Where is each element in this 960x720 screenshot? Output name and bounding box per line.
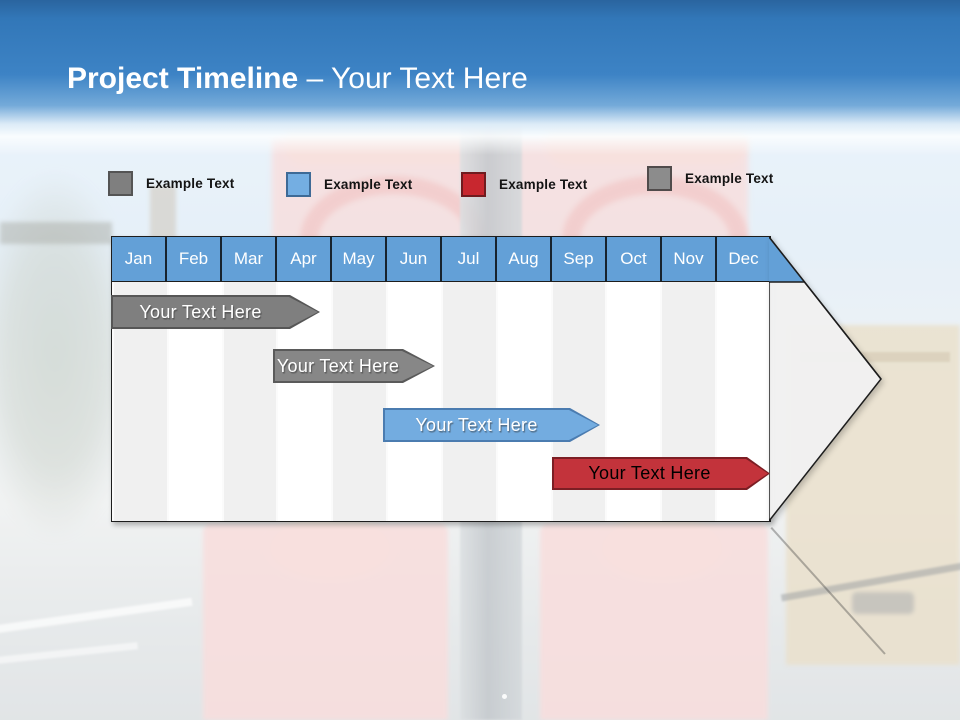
task-bar-fill: [554, 459, 768, 488]
month-label: Nov: [673, 249, 704, 268]
light-dot: [502, 694, 507, 699]
legend-swatch: [461, 171, 486, 197]
grid-column: [331, 282, 389, 521]
month-label: Oct: [620, 249, 647, 268]
month-label: May: [342, 249, 375, 268]
task-bar-label: Your Text Here: [276, 355, 400, 376]
car-shape: [852, 592, 914, 614]
task-bar-2[interactable]: Your Text Here: [273, 349, 435, 383]
month-label: Jan: [124, 249, 153, 268]
month-cell-apr[interactable]: Apr: [275, 237, 330, 281]
legend-item[interactable]: Example Text: [461, 171, 587, 197]
grid-column: [497, 282, 551, 521]
legend-label: Example Text: [324, 176, 413, 192]
month-label: Apr: [290, 249, 317, 268]
month-label: Jul: [457, 249, 480, 268]
month-label: Sep: [563, 249, 594, 268]
legend-label: Example Text: [146, 175, 235, 191]
month-cell-mar[interactable]: Mar: [220, 237, 275, 281]
month-cell-oct[interactable]: Oct: [605, 237, 660, 281]
task-bar-fill: [385, 410, 598, 440]
month-label: Mar: [233, 249, 264, 268]
month-label: Dec: [728, 249, 759, 268]
task-bar-fill: [113, 297, 318, 327]
legend-swatch: [647, 165, 672, 191]
legend-label: Example Text: [499, 176, 588, 192]
phone-booth-shape: [203, 524, 448, 720]
slide-title-rest: – Your Text Here: [306, 62, 528, 95]
awning-shape: [0, 222, 112, 244]
month-cell-sep[interactable]: Sep: [550, 237, 605, 281]
month-header-row: Jan Feb Mar Apr May Jun Jul Aug Sep Oct Nov Dec: [112, 237, 770, 282]
phone-booth-shape: [540, 524, 768, 720]
month-cell-dec[interactable]: Dec: [715, 237, 770, 281]
arrow-tip: [769, 236, 882, 522]
legend-item[interactable]: Example Text: [286, 171, 412, 197]
task-bar-1[interactable]: Your Text Here: [111, 295, 320, 329]
month-cell-jan[interactable]: Jan: [112, 237, 165, 281]
task-bar-4[interactable]: Your Text Here: [552, 457, 770, 490]
month-label: Aug: [508, 249, 539, 268]
task-bar-label: Your Text Here: [139, 301, 262, 322]
month-label: Jun: [399, 249, 428, 268]
legend-swatch: [286, 171, 311, 197]
building-ledge-shape: [800, 352, 950, 362]
legend-label: Example Text: [685, 170, 774, 186]
month-cell-nov[interactable]: Nov: [660, 237, 715, 281]
month-cell-feb[interactable]: Feb: [165, 237, 220, 281]
grid-column: [388, 282, 441, 521]
task-bar-label: Your Text Here: [415, 414, 538, 435]
legend-item[interactable]: Example Text: [108, 170, 234, 196]
header-gradient-band: [0, 0, 960, 155]
legend-item[interactable]: Example Text: [647, 165, 773, 191]
legend-swatch: [108, 170, 133, 196]
grid-column: [440, 282, 498, 521]
slide-title-bold: Project Timeline: [67, 62, 299, 95]
building-shape: [150, 186, 176, 238]
month-cell-jun[interactable]: Jun: [385, 237, 440, 281]
task-bar-fill: [275, 351, 433, 381]
task-bar-label: Your Text Here: [588, 463, 711, 483]
slide-title[interactable]: Project Timeline – Your Text Here: [67, 62, 528, 96]
month-cell-may[interactable]: May: [330, 237, 385, 281]
month-cell-jul[interactable]: Jul: [440, 237, 495, 281]
task-bar-3[interactable]: Your Text Here: [383, 408, 600, 442]
month-label: Feb: [178, 249, 209, 268]
month-cell-aug[interactable]: Aug: [495, 237, 550, 281]
